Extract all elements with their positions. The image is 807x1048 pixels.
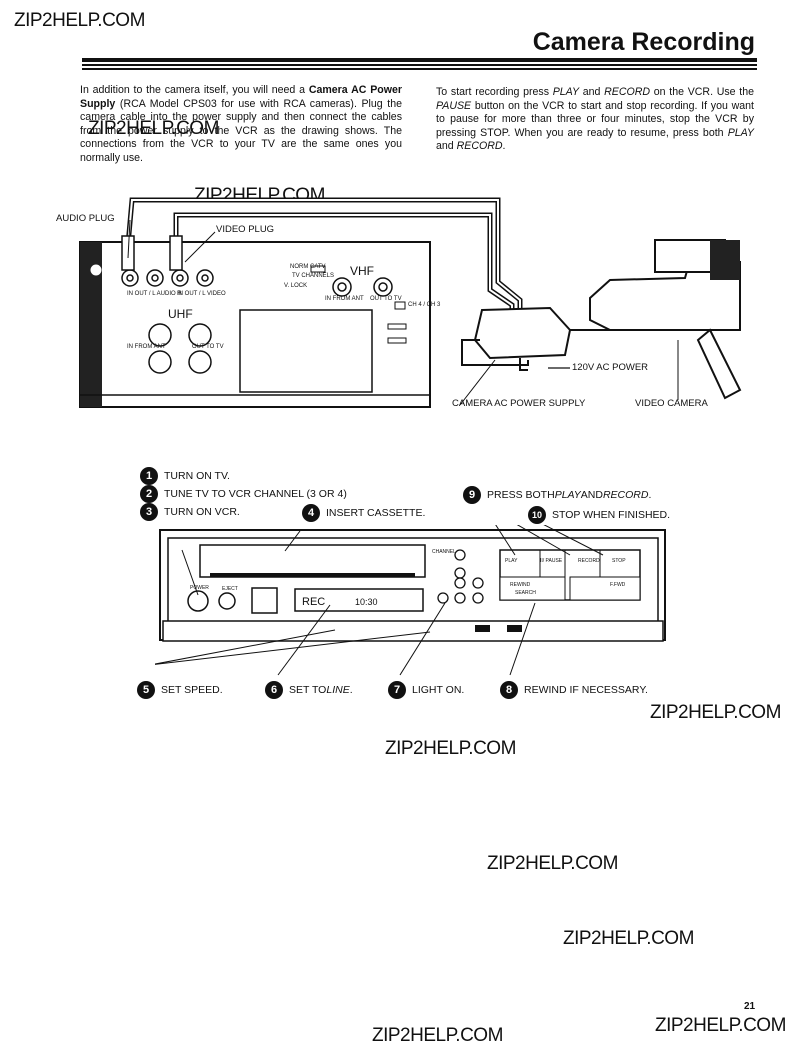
watermark: ZIP2HELP.COM	[487, 853, 618, 874]
step-2: 2 TUNE TV TO VCR CHANNEL (3 OR 4)	[140, 485, 347, 503]
vcr-ffwd-label: F.FWD	[610, 582, 626, 588]
ch34-label: CH 4 / CH 3	[408, 302, 441, 308]
page-number: 21	[744, 1001, 756, 1012]
step-3: 3 TURN ON VCR.	[140, 503, 240, 521]
vcr-power-label: POWER	[190, 585, 209, 591]
uhf-in-label: IN FROM ANT	[127, 344, 166, 350]
watermark: ZIP2HELP.COM	[88, 118, 219, 139]
vhf-label: VHF	[350, 264, 374, 278]
step-text: TURN ON VCR.	[164, 506, 240, 518]
page-title: Camera Recording	[532, 28, 755, 56]
step-text: SET SPEED.	[161, 684, 223, 696]
step-number: 1	[140, 467, 158, 485]
uhf-label: UHF	[168, 307, 193, 321]
right-column-text: To start recording press PLAY and RECORD…	[436, 86, 755, 152]
ac-power-label: 120V AC POWER	[572, 362, 649, 373]
step-5: 5 SET SPEED.	[137, 681, 223, 699]
step-number: 9	[463, 486, 481, 504]
watermark: ZIP2HELP.COM	[655, 1015, 786, 1036]
step-number: 8	[500, 681, 518, 699]
step-number: 10	[528, 506, 546, 524]
step-text: INSERT CASSETTE.	[326, 507, 426, 519]
step-text: REWIND IF NECESSARY.	[524, 684, 648, 696]
step-number: 2	[140, 485, 158, 503]
step-number: 3	[140, 503, 158, 521]
step-8: 8 REWIND IF NECESSARY.	[500, 681, 648, 699]
vcr-record-label: RECORD	[578, 558, 600, 564]
in-from-ant-label: IN FROM ANT	[325, 296, 364, 302]
watermark: ZIP2HELP.COM	[650, 702, 781, 723]
connection-diagram	[79, 197, 742, 408]
vcr-channel-label: CHANNEL	[432, 549, 456, 555]
power-supply-label: CAMERA AC POWER SUPPLY	[452, 398, 586, 409]
watermark: ZIP2HELP.COM	[14, 10, 145, 31]
step-number: 6	[265, 681, 283, 699]
vcr-pause-label: II/ PAUSE	[540, 558, 563, 564]
step-number: 7	[388, 681, 406, 699]
watermark: ZIP2HELP.COM	[372, 1025, 503, 1046]
video-camera-label: VIDEO CAMERA	[635, 398, 708, 409]
left-column-text: In addition to the camera itself, you wi…	[80, 84, 402, 164]
audio-plug-label: AUDIO PLUG	[56, 213, 115, 224]
uhf-out-label: OUT TO TV	[192, 344, 224, 350]
step-text: STOP WHEN FINISHED.	[552, 509, 671, 521]
vcr-eject-label: EJECT	[222, 586, 238, 592]
watermark: ZIP2HELP.COM	[563, 928, 694, 949]
step-4: 4 INSERT CASSETTE.	[302, 504, 425, 522]
vcr-play-label: PLAY	[505, 558, 518, 564]
step-7: 7 LIGHT ON.	[388, 681, 464, 699]
video-plug-label: VIDEO PLUG	[216, 224, 275, 235]
title-rule	[82, 58, 757, 72]
vcr-stop-label: STOP	[612, 558, 626, 564]
vlock-label: V. LOCK	[284, 283, 308, 289]
out-to-tv-label: OUT TO TV	[370, 296, 402, 302]
vcr-rewind-label: REWIND	[510, 582, 531, 588]
video-ports-label: IN OUT / L VIDEO	[177, 291, 226, 297]
norm-catv-label: NORM CATV	[290, 264, 326, 270]
watermark: ZIP2HELP.COM	[385, 738, 516, 759]
step-1: 1 TURN ON TV.	[140, 467, 230, 485]
step-text: TUNE TV TO VCR CHANNEL (3 OR 4)	[164, 488, 347, 500]
audio-ports-label: IN OUT / L AUDIO R	[127, 291, 182, 297]
step-text: LIGHT ON.	[412, 684, 465, 696]
step-text: TURN ON TV.	[164, 470, 230, 482]
tv-channels-label: TV CHANNELS	[292, 273, 335, 279]
step-number: 5	[137, 681, 155, 699]
vcr-display-rec: REC	[302, 596, 326, 608]
step-number: 4	[302, 504, 320, 522]
vcr-front-diagram	[155, 525, 666, 676]
vcr-search-label: SEARCH	[515, 590, 536, 596]
step-10: 10 STOP WHEN FINISHED.	[528, 506, 670, 524]
vcr-display-time: 10:30	[355, 597, 378, 607]
